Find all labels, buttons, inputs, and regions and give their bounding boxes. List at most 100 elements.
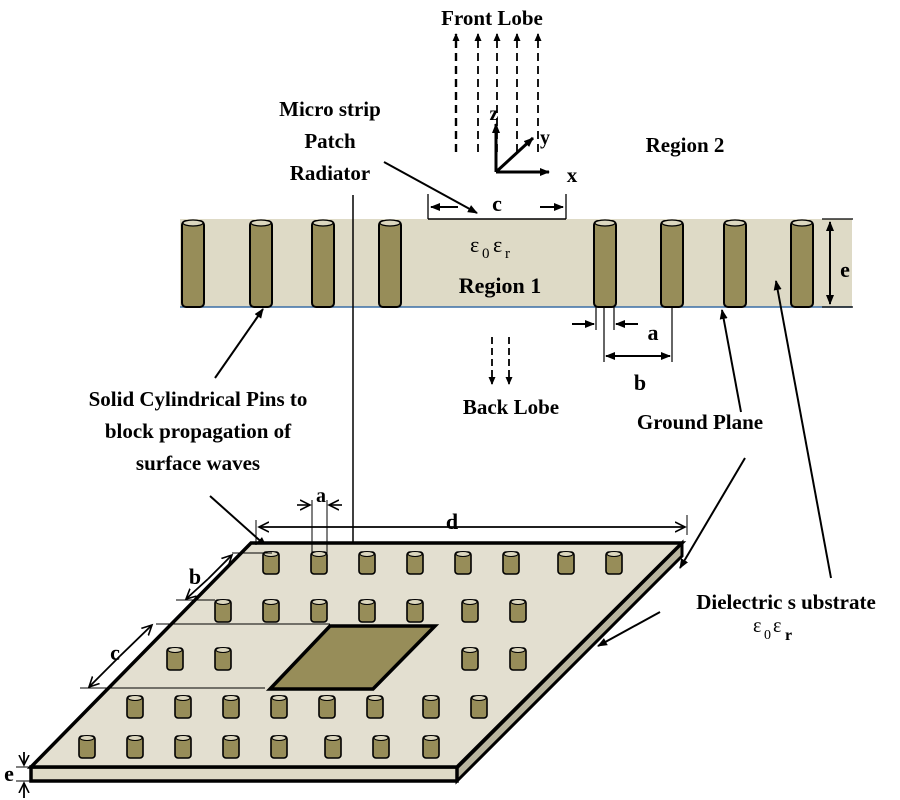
top-pin [270,735,288,759]
dim-a-label: a [648,320,659,345]
substrate-permittivity: ε 0 ε r [753,615,792,644]
top-pin [222,695,240,719]
top-pin [422,695,440,719]
pins-label: Solid Cylindrical Pins to block propagat… [89,308,308,547]
dim-b2-arrow-down [186,578,209,599]
back-lobe-arrows [488,337,513,385]
top-pin [310,599,328,623]
top-pin [310,551,328,575]
top-pin [270,695,288,719]
top-pin [557,551,575,575]
svg-text:Radiator: Radiator [290,161,371,185]
side-pin [378,219,402,308]
svg-text:Patch: Patch [304,129,356,153]
svg-text:Solid Cylindrical Pins to: Solid Cylindrical Pins to [89,387,308,411]
region1-permittivity: ε 0 ε r [470,232,510,262]
top-pin [509,599,527,623]
svg-text:0: 0 [764,628,771,643]
side-pin [660,219,684,308]
svg-text:r: r [785,627,792,644]
patch-radiator-label: Micro strip Patch Radiator [279,97,478,214]
top-pin [324,735,342,759]
top-pin [78,735,96,759]
back-lobe-label: Back Lobe [463,395,559,419]
side-pin [311,219,335,308]
top-pin [470,695,488,719]
top-pin [406,599,424,623]
top-pin [174,695,192,719]
dim-b2-arrow-up [207,555,232,580]
top-pin [461,647,479,671]
plate-front-side [29,765,459,783]
side-pin [723,219,747,308]
top-pin [406,551,424,575]
svg-text:ε: ε [753,615,761,637]
svg-text:Micro strip: Micro strip [279,97,381,121]
z-axis-label: z [490,103,499,125]
pins-pointer-top [209,495,267,547]
svg-text:0: 0 [482,246,490,262]
top-pin [502,551,520,575]
top-pin [214,647,232,671]
region-1-label: Region 1 [459,273,542,298]
substrate-pointer-side [773,280,832,579]
x-axis-label: x [567,163,578,187]
ground-plane-label: Ground Plane [637,410,763,434]
top-pin [372,735,390,759]
top-pin [222,735,240,759]
svg-text:block propagation of: block propagation of [105,419,292,443]
dim-c2-arrow-down [89,655,121,687]
dim-d-label: d [446,509,458,534]
svg-text:surface waves: surface waves [136,451,260,475]
top-view: d a b c e [4,485,688,798]
ground-plane-pointer-side [719,309,742,413]
top-pin [174,735,192,759]
svg-text:ε: ε [470,232,479,257]
top-pin [262,551,280,575]
top-pins [78,551,623,759]
dim-e-label: e [840,257,850,282]
dim-a2-label: a [316,485,326,507]
patch-radiator [265,624,440,691]
region-2-label: Region 2 [646,133,725,157]
dim-c-label: c [492,191,502,216]
dim-e2-label: e [4,761,14,786]
pins-pointer-side [214,308,264,379]
svg-text:ε: ε [773,615,781,637]
top-pin [358,599,376,623]
top-pin [126,735,144,759]
svg-text:r: r [505,246,510,262]
dim-c2-arrow-up [119,625,152,657]
top-pin [126,695,144,719]
side-pin [790,219,814,308]
coordinate-axes: z y x [490,103,578,187]
top-pin [366,695,384,719]
side-pin [181,219,205,308]
side-pins [181,219,814,308]
ground-plane-pointer-top [679,457,746,569]
substrate-pointer-top [597,611,661,647]
top-pin [509,647,527,671]
dim-b-label: b [634,370,646,395]
side-view: c ε 0 ε r Region 1 e a b [180,191,853,545]
top-pin [166,647,184,671]
top-pin [454,551,472,575]
top-pin [461,599,479,623]
side-pin [593,219,617,308]
top-pin [605,551,623,575]
dim-c2-label: c [110,640,120,665]
y-axis-label: y [540,127,550,149]
dim-b2-label: b [189,564,201,589]
top-pin [262,599,280,623]
patch-pointer-arrow [383,161,478,214]
top-pin [422,735,440,759]
top-pin [318,695,336,719]
y-axis-arrow [494,136,535,174]
top-pin [358,551,376,575]
top-pin [214,599,232,623]
svg-text:ε: ε [493,232,502,257]
side-pin [249,219,273,308]
front-lobe-label: Front Lobe [441,6,543,30]
